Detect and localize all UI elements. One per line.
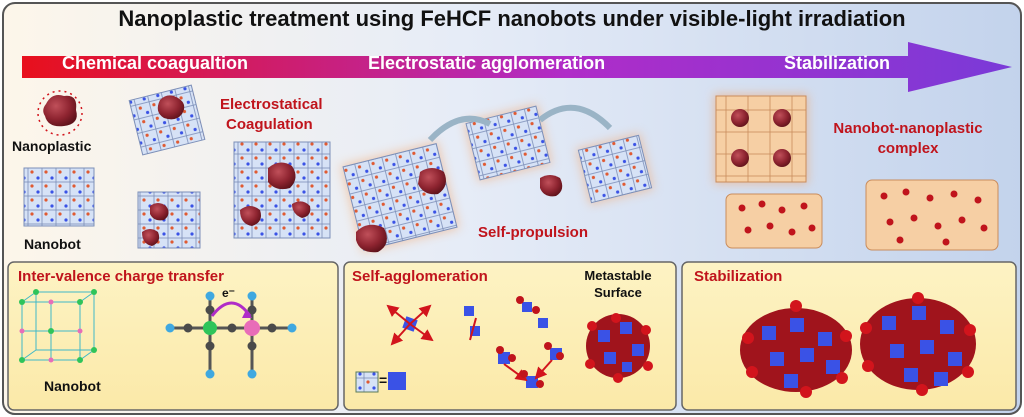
stage-label-stabilization: Stabilization (784, 53, 891, 73)
stabilized-cluster-right (860, 292, 976, 396)
metastable-surface-cluster (585, 313, 653, 383)
stabilized-cluster-left (740, 300, 852, 398)
nanobot-cube-icon (19, 289, 97, 363)
nanobot-lattice-icon (23, 167, 95, 227)
stage-arrow (22, 42, 1012, 92)
panel-self-agglomeration (343, 261, 677, 411)
complex-cluster-2 (865, 179, 999, 251)
metastable-label-line2: Surface (594, 285, 642, 300)
agglom-lattice-1 (340, 141, 460, 253)
nanobot-label: Nanobot (24, 236, 81, 252)
complex-cell (714, 94, 808, 184)
complex-label-line2: complex (877, 140, 939, 157)
coag-lattice-2 (137, 191, 201, 249)
propulsion-arrow-2 (538, 104, 613, 131)
complex-label-line1: Nanobot-nanoplastic (833, 120, 983, 137)
coag-lattice-3 (233, 141, 331, 239)
figure-title: Nanoplastic treatment using FeHCF nanobo… (118, 6, 906, 31)
cube-nanobot-label: Nanobot (44, 378, 101, 394)
coagulation-label-line1: Electrostatical (220, 96, 323, 113)
metastable-label-line1: Metastable (584, 268, 652, 283)
stage-label-chemical-coagulation: Chemical coagualtion (62, 53, 249, 73)
propulsion-arrow-1 (427, 115, 492, 143)
agglomeration-sequence (386, 296, 564, 388)
nanoplastic-label: Nanoplastic (12, 138, 92, 154)
self-propulsion-label: Self-propulsion (478, 224, 588, 241)
stabilization-panel-title: Stabilization (694, 268, 783, 285)
complex-cluster-1 (725, 193, 823, 249)
coagulation-label-line2: Coagulation (226, 116, 313, 133)
legend-equals-sign: = (379, 372, 388, 388)
agglom-lattice-3 (540, 132, 655, 206)
charge-transfer-molecule (165, 291, 297, 379)
self-agglomeration-title: Self-agglomeration (352, 268, 488, 285)
electron-label: e⁻ (222, 286, 236, 300)
coag-lattice-1 (128, 84, 206, 156)
stage-label-electrostatic-agglomeration: Electrostatic agglomeration (368, 53, 606, 73)
nanoplastic-icon (37, 90, 83, 136)
charge-transfer-title: Inter-valence charge transfer (18, 268, 224, 285)
legend-lattice-equals-cube (355, 371, 406, 393)
